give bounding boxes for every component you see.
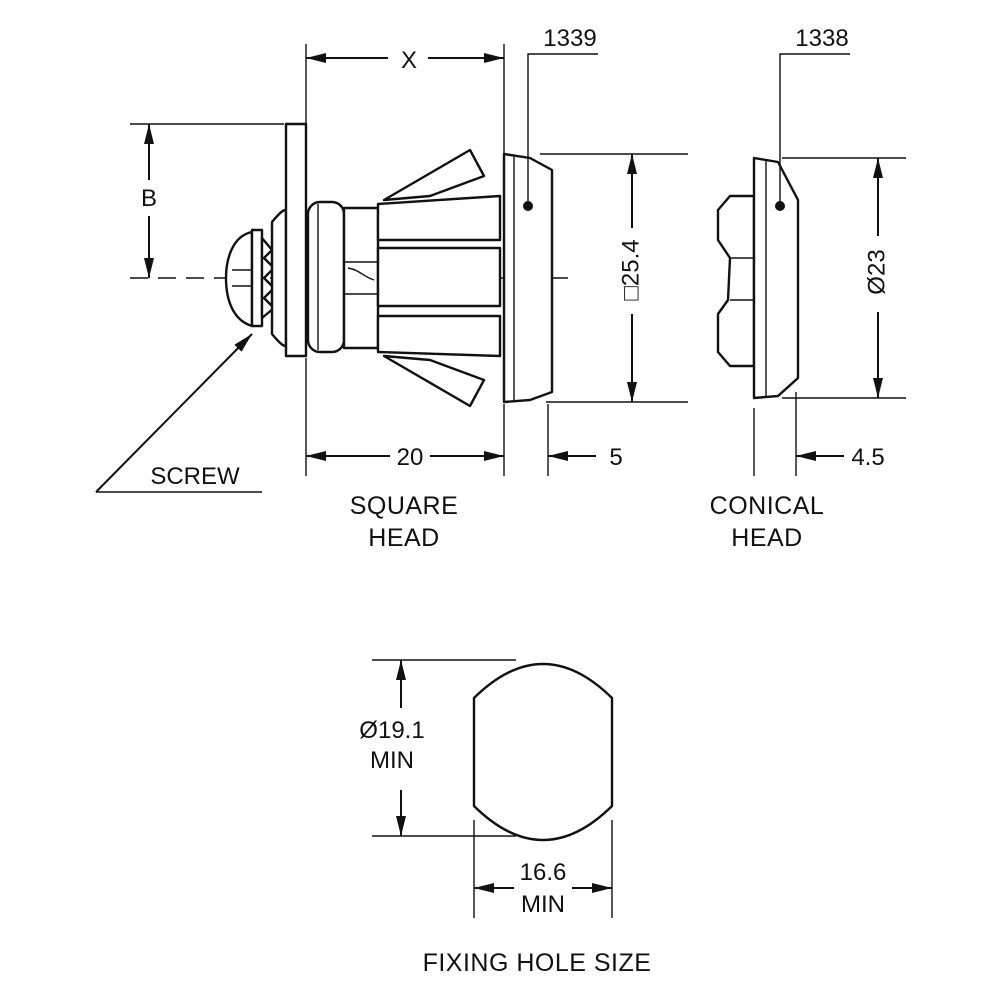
- caption-conical-line2: HEAD: [731, 524, 802, 552]
- conical-head-view: [716, 156, 800, 400]
- dim-hole-width-min-label: MIN: [521, 891, 565, 918]
- dimension-16-6: 16.6 MIN: [473, 820, 613, 918]
- caption-square-line2: HEAD: [368, 524, 439, 552]
- conical-head-face: [752, 156, 800, 400]
- dim-hole-width-label: 16.6: [520, 859, 567, 886]
- dim-hole-dia-label: Ø19.1: [359, 717, 424, 744]
- dimension-square-25-4: □25.4: [540, 153, 688, 403]
- barrel-upper: [376, 194, 502, 242]
- fixing-hole-outline: [472, 662, 614, 842]
- lock-nut: [306, 200, 346, 354]
- dimension-4-5: 4.5: [753, 392, 885, 476]
- caption-conical-line1: CONICAL: [710, 492, 825, 520]
- square-head-view: [130, 122, 570, 408]
- screw-head: [224, 230, 254, 328]
- fixing-hole-view: [472, 662, 614, 842]
- spring-wing-bottom: [382, 354, 486, 408]
- cam-body: [270, 208, 288, 348]
- dim-4-5-label: 4.5: [851, 444, 884, 471]
- spring-wing-top: [382, 148, 486, 202]
- barrel-mid: [376, 246, 502, 308]
- mounting-flange: [284, 122, 308, 358]
- dimension-dia-23: Ø23: [782, 157, 906, 399]
- cam-teeth: [260, 236, 276, 320]
- dimension-5: 5: [547, 404, 623, 476]
- dimension-dia-19-1: Ø19.1 MIN: [359, 659, 516, 837]
- callout-1338: 1338: [779, 25, 850, 206]
- dim-5-label: 5: [609, 444, 622, 471]
- callout-1339: 1339: [527, 25, 598, 206]
- part-number-1338: 1338: [795, 25, 848, 52]
- screw-label: SCREW: [150, 463, 240, 490]
- dim-20-label: 20: [397, 444, 424, 471]
- dim-b-label: B: [141, 185, 157, 212]
- dimension-20: 20: [305, 358, 505, 476]
- screw-callout: SCREW: [95, 333, 262, 493]
- caption-fixing-hole: FIXING HOLE SIZE: [423, 949, 652, 977]
- threaded-sleeve: [342, 206, 380, 350]
- barrel-lower: [376, 314, 502, 358]
- dim-x-label: X: [401, 47, 417, 74]
- square-head-face: [502, 152, 554, 404]
- dimension-x: X: [305, 44, 505, 154]
- dim-hole-dia-min-label: MIN: [370, 747, 414, 774]
- dimension-b: B: [130, 123, 284, 278]
- part-number-1339: 1339: [543, 25, 596, 52]
- conical-hex-nut: [716, 194, 756, 368]
- caption-square-line1: SQUARE: [350, 492, 459, 520]
- screw-washer: [250, 228, 264, 328]
- dim-square-25-4-label: □25.4: [617, 239, 644, 300]
- dim-dia-23-label: Ø23: [863, 249, 890, 294]
